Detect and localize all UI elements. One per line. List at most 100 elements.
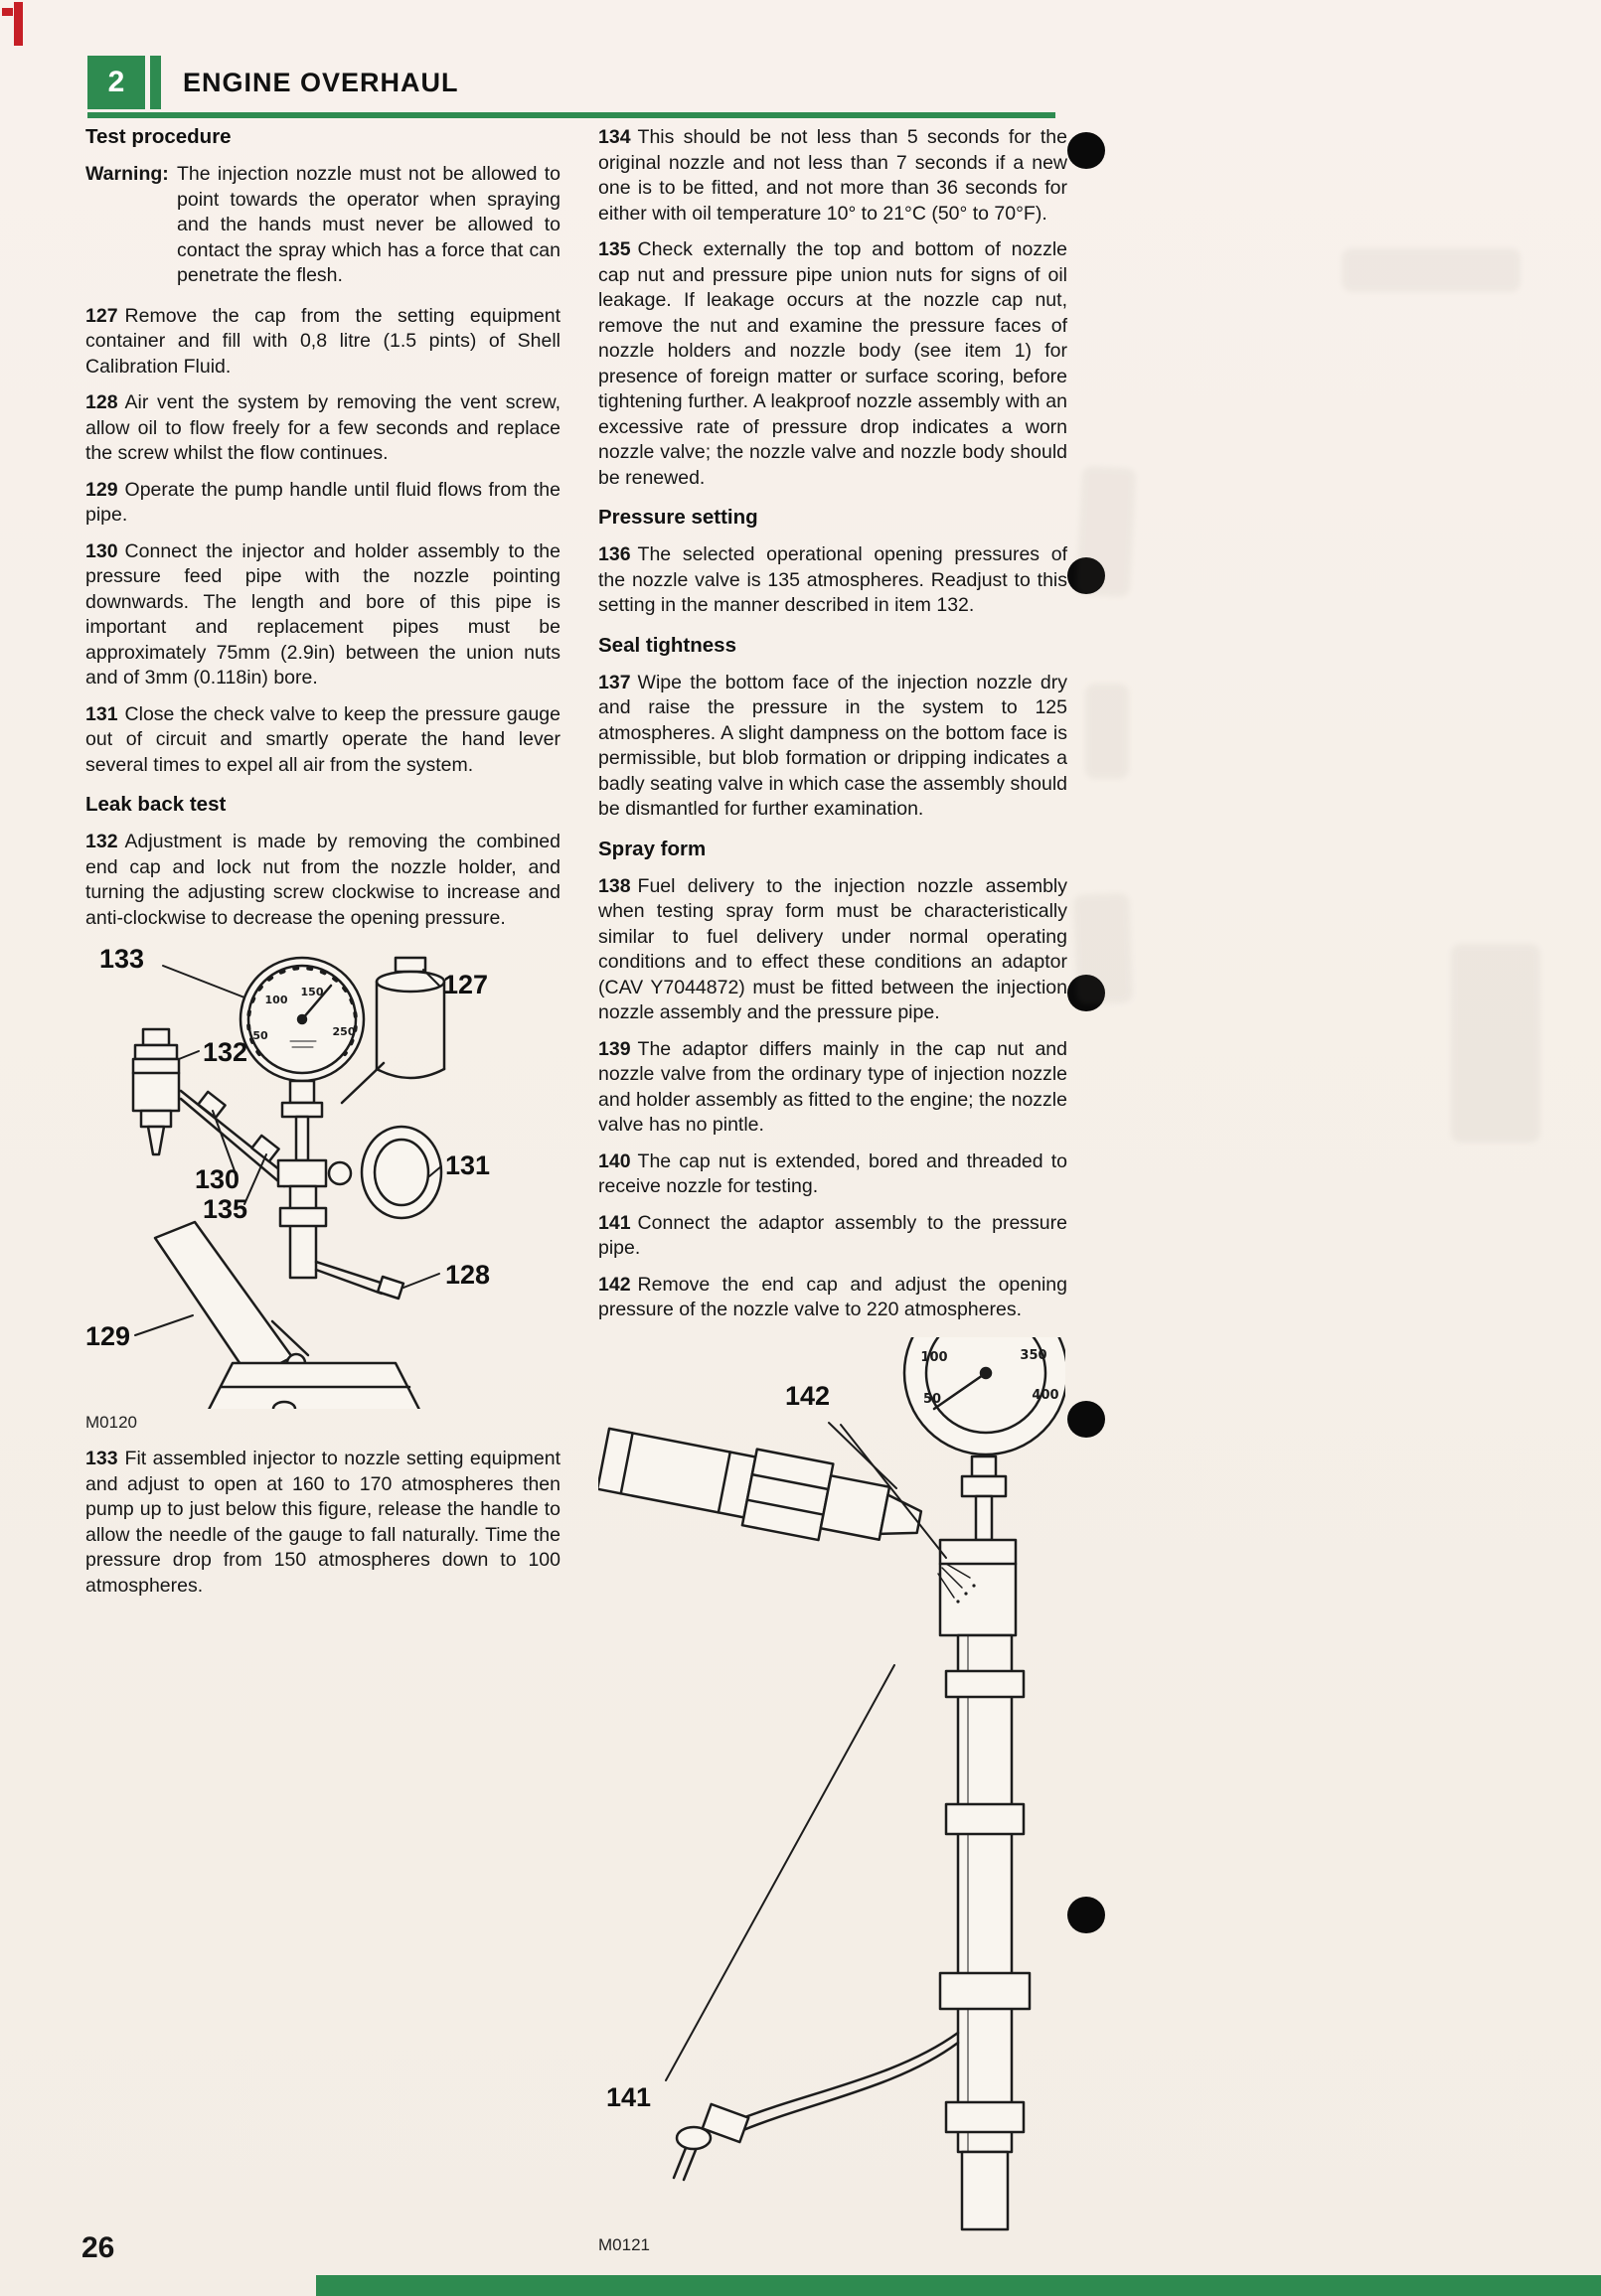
- paragraph-text: Air vent the system by removing the vent…: [85, 391, 560, 464]
- paragraph-number: 137: [598, 671, 631, 693]
- chapter-number-box: 2: [87, 56, 145, 109]
- paragraph-text: Connect the adaptor assembly to the pres…: [598, 1211, 1067, 1260]
- paragraph-number: 130: [85, 539, 118, 562]
- scan-bleed-artifact: [1073, 893, 1133, 1004]
- paragraph-number: 139: [598, 1037, 631, 1060]
- paragraph-number: 136: [598, 543, 631, 565]
- callout-129: 129: [85, 1321, 131, 1351]
- section-heading-pressure-setting: Pressure setting: [598, 506, 758, 529]
- paragraph-text: Connect the injector and holder assembly…: [85, 539, 560, 689]
- registration-dot: [1067, 132, 1105, 169]
- left-column: Test procedure Warning: The injection no…: [85, 125, 560, 1609]
- paragraph-text: Remove the cap from the setting equipmen…: [85, 304, 560, 378]
- callout-141: 141: [606, 2081, 652, 2112]
- header-rule: [87, 112, 1055, 118]
- section-heading-spray-form: Spray form: [598, 837, 707, 860]
- registration-dot: [1067, 557, 1105, 594]
- gauge2-label-400: 400: [1032, 1388, 1058, 1403]
- paragraph-text: Check externally the top and bottom of n…: [598, 238, 1067, 489]
- callout-133: 133: [99, 944, 145, 974]
- paragraph-text: Wipe the bottom face of the injection no…: [598, 671, 1067, 821]
- scan-bleed-artifact: [1342, 248, 1521, 292]
- gauge-label-50: 50: [252, 1029, 268, 1042]
- section-heading-test-procedure: Test procedure: [85, 125, 232, 148]
- figure-caption-m0120: M0120: [85, 1413, 137, 1432]
- paragraph-number: 134: [598, 126, 631, 148]
- paragraph-number: 132: [85, 831, 118, 852]
- callout-130: 130: [195, 1164, 240, 1194]
- adaptor-line-drawing: 100 350 50 400: [598, 1336, 1065, 2230]
- paragraph-text: Fit assembled injector to nozzle setting…: [85, 1448, 560, 1597]
- page-title: ENGINE OVERHAUL: [183, 68, 459, 97]
- nozzle-tester-line-drawing: 50 100 150 250: [131, 956, 446, 1409]
- section-heading-leak-back-test: Leak back test: [85, 793, 227, 816]
- callout-128: 128: [445, 1260, 491, 1290]
- registration-dot: [1067, 1897, 1105, 1933]
- paragraph-number: 142: [598, 1273, 631, 1296]
- paragraph-number: 135: [598, 238, 631, 260]
- paragraph-text: Adjustment is made by removing the combi…: [85, 831, 560, 929]
- gauge-label-250: 250: [333, 1025, 356, 1038]
- section-heading-seal-tightness: Seal tightness: [598, 633, 736, 657]
- paragraph-number: 128: [85, 391, 118, 413]
- paragraph-text: Remove the end cap and adjust the openin…: [598, 1273, 1067, 1321]
- callout-131: 131: [445, 1150, 491, 1180]
- paragraph-number: 133: [85, 1448, 118, 1469]
- warning-text: The injection nozzle must not be allowed…: [177, 163, 560, 286]
- registration-dot: [1067, 1401, 1105, 1438]
- bottom-bar: [316, 2275, 1601, 2296]
- figure-adaptor-assembly: 100 350 50 400: [598, 1336, 1065, 2231]
- crop-mark-red-horizontal: [2, 8, 13, 16]
- scan-bleed-artifact: [1085, 684, 1129, 779]
- paragraph-number: 140: [598, 1149, 631, 1172]
- callout-135: 135: [203, 1194, 248, 1224]
- paragraph-number: 131: [85, 702, 118, 725]
- paragraph-text: Operate the pump handle until fluid flow…: [85, 478, 560, 527]
- scan-bleed-artifact: [1075, 465, 1137, 598]
- callout-127: 127: [443, 970, 489, 999]
- callout-132: 132: [203, 1037, 248, 1067]
- gauge2-label-350: 350: [1020, 1348, 1046, 1363]
- paragraph-text: The cap nut is extended, bored and threa…: [598, 1149, 1067, 1198]
- chapter-divider-bar: [150, 56, 161, 109]
- registration-dot: [1067, 975, 1105, 1011]
- paragraph-number: 138: [598, 874, 631, 897]
- scan-bleed-artifact: [1451, 944, 1540, 1143]
- chapter-number: 2: [107, 66, 125, 98]
- crop-mark-red-vertical: [14, 2, 23, 46]
- callout-142: 142: [785, 1380, 831, 1411]
- figure-nozzle-setting-equipment: 50 100 150 250: [85, 942, 560, 1409]
- paragraph-number: 127: [85, 304, 118, 327]
- paragraph-text: This should be not less than 5 seconds f…: [598, 126, 1067, 225]
- gauge2-label-50: 50: [923, 1392, 941, 1407]
- paragraph-text: Fuel delivery to the injection nozzle as…: [598, 874, 1067, 1024]
- gauge-label-100: 100: [265, 994, 288, 1006]
- paragraph-text: The adaptor differs mainly in the cap nu…: [598, 1037, 1067, 1137]
- paragraph-number: 141: [598, 1211, 631, 1234]
- warning-label: Warning:: [85, 163, 169, 185]
- gauge-label-150: 150: [301, 986, 324, 998]
- warning-block: Warning: The injection nozzle must not b…: [85, 162, 560, 289]
- gauge2-label-100: 100: [920, 1350, 947, 1365]
- paragraph-text: Close the check valve to keep the pressu…: [85, 702, 560, 776]
- paragraph-text: The selected operational opening pressur…: [598, 543, 1067, 616]
- figure-caption-m0121: M0121: [598, 2234, 650, 2254]
